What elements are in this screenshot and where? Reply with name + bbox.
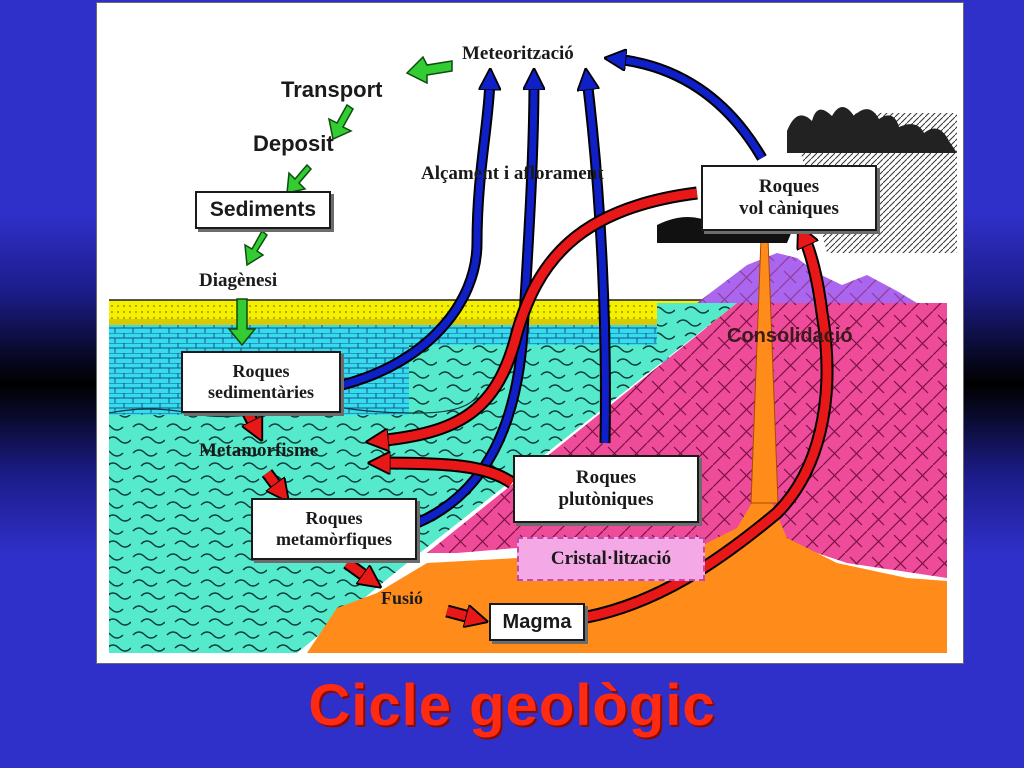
crystallization-box: Cristal·lització: [517, 537, 705, 581]
uplift-arrows: [341, 59, 766, 527]
transport-label: Transport: [281, 77, 383, 102]
green-arrows: [227, 55, 453, 347]
weathering-label: Meteorització: [462, 43, 574, 64]
metamorphic-rocks-line-2: metamòrfiques: [276, 529, 392, 549]
sedimentary-rocks-line-1: Roques: [232, 361, 290, 382]
fusion-label: Fusió: [381, 588, 424, 608]
plutonic-rocks-line-1: Roques: [575, 467, 637, 489]
plutonic-rocks-box: Roques plutòniques: [513, 455, 699, 523]
sedimentary-rocks-box: Roques sedimentàries: [181, 351, 341, 413]
deposition-label: Deposit: [253, 131, 334, 156]
sedimentary-rocks-line-2: sedimentàries: [208, 382, 314, 402]
uplift-label: Alçament i aflorament: [421, 163, 604, 184]
magma-box: Magma: [489, 603, 585, 641]
ash-cloud: [787, 107, 957, 153]
red-arrows: [247, 188, 832, 619]
volcanic-rocks-box: Roques vol càniques: [701, 165, 877, 231]
sediments-box-label: Sediments: [209, 197, 317, 221]
metamorphic-rocks-box: Roques metamòrfiques: [251, 498, 417, 560]
metamorphic-rocks-line-1: Roques: [305, 508, 363, 529]
plutonic-rocks-line-2: plutòniques: [558, 489, 654, 510]
crystallization-label: Cristal·lització: [550, 548, 672, 570]
volcanic-rocks-line-2: vol càniques: [739, 198, 839, 219]
geological-cycle-diagram: Meteorització Transport Deposit Diagènes…: [96, 2, 964, 664]
diagenesis-label: Diagènesi: [199, 270, 278, 291]
magma-label: Magma: [502, 610, 572, 633]
slide-title: Cicle geològic: [308, 673, 716, 738]
sediments-box: Sediments: [195, 191, 331, 229]
volcanic-rocks-line-1: Roques: [758, 176, 820, 198]
metamorphism-label: Metamorfisme: [199, 440, 319, 461]
consolidation-label: Consolidació: [727, 325, 853, 347]
